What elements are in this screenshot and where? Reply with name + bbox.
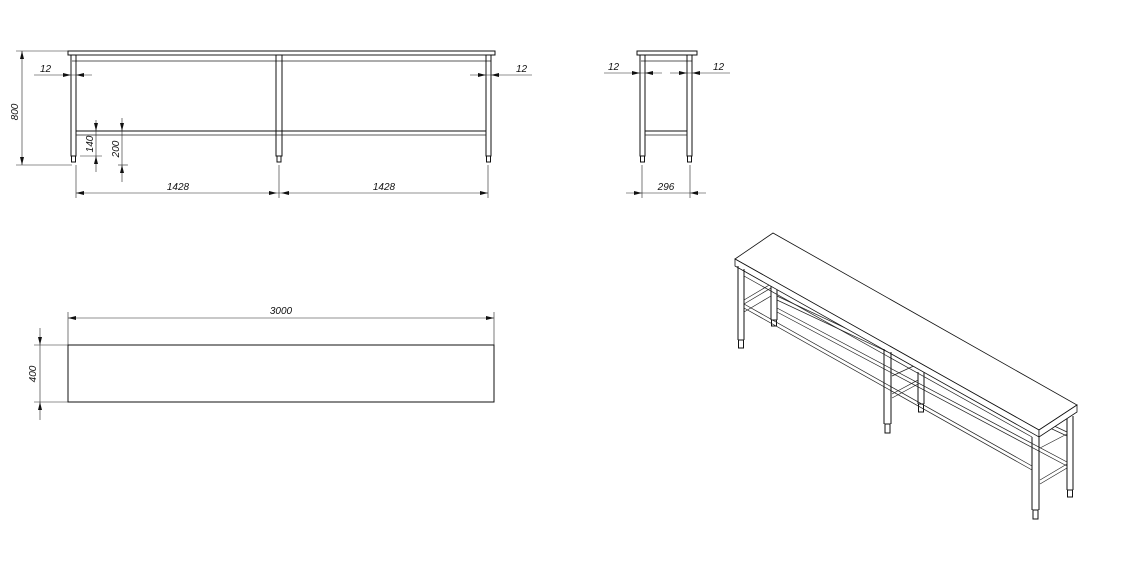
side-leg-right	[686, 54, 693, 163]
dim-label-height: 800	[10, 103, 21, 120]
iso-back-legs	[770, 286, 1074, 498]
isometric-view	[734, 232, 1078, 520]
dim-label-width: 400	[28, 365, 39, 382]
side-leg-left	[639, 54, 646, 163]
side-view	[636, 50, 698, 163]
top-dimensions: 3000 400	[28, 306, 495, 420]
dim-label-side-left-12: 12	[608, 62, 620, 73]
side-tabletop	[636, 50, 698, 56]
front-leg-right	[485, 54, 492, 163]
front-leg-left	[70, 54, 77, 163]
dim-label-length: 3000	[270, 306, 293, 317]
iso-front-legs	[737, 266, 1040, 520]
dim-label-depth: 296	[657, 182, 675, 193]
top-view	[67, 344, 495, 403]
dim-label-shelf-200: 200	[111, 140, 122, 158]
front-tabletop	[67, 50, 496, 56]
dim-label-front-right-12: 12	[516, 64, 528, 75]
dim-label-shelf-140: 140	[85, 135, 96, 152]
dim-label-span-right: 1428	[373, 182, 396, 193]
top-view-outline	[67, 344, 495, 403]
front-view	[67, 50, 496, 163]
dim-label-front-left-12: 12	[40, 64, 52, 75]
dim-label-span-left: 1428	[167, 182, 190, 193]
dim-label-side-right-12: 12	[713, 62, 725, 73]
front-dimensions: 800 12 12 140 200 14	[10, 50, 532, 198]
front-leg-middle	[275, 54, 283, 163]
side-dimensions: 12 12 296	[604, 62, 730, 198]
